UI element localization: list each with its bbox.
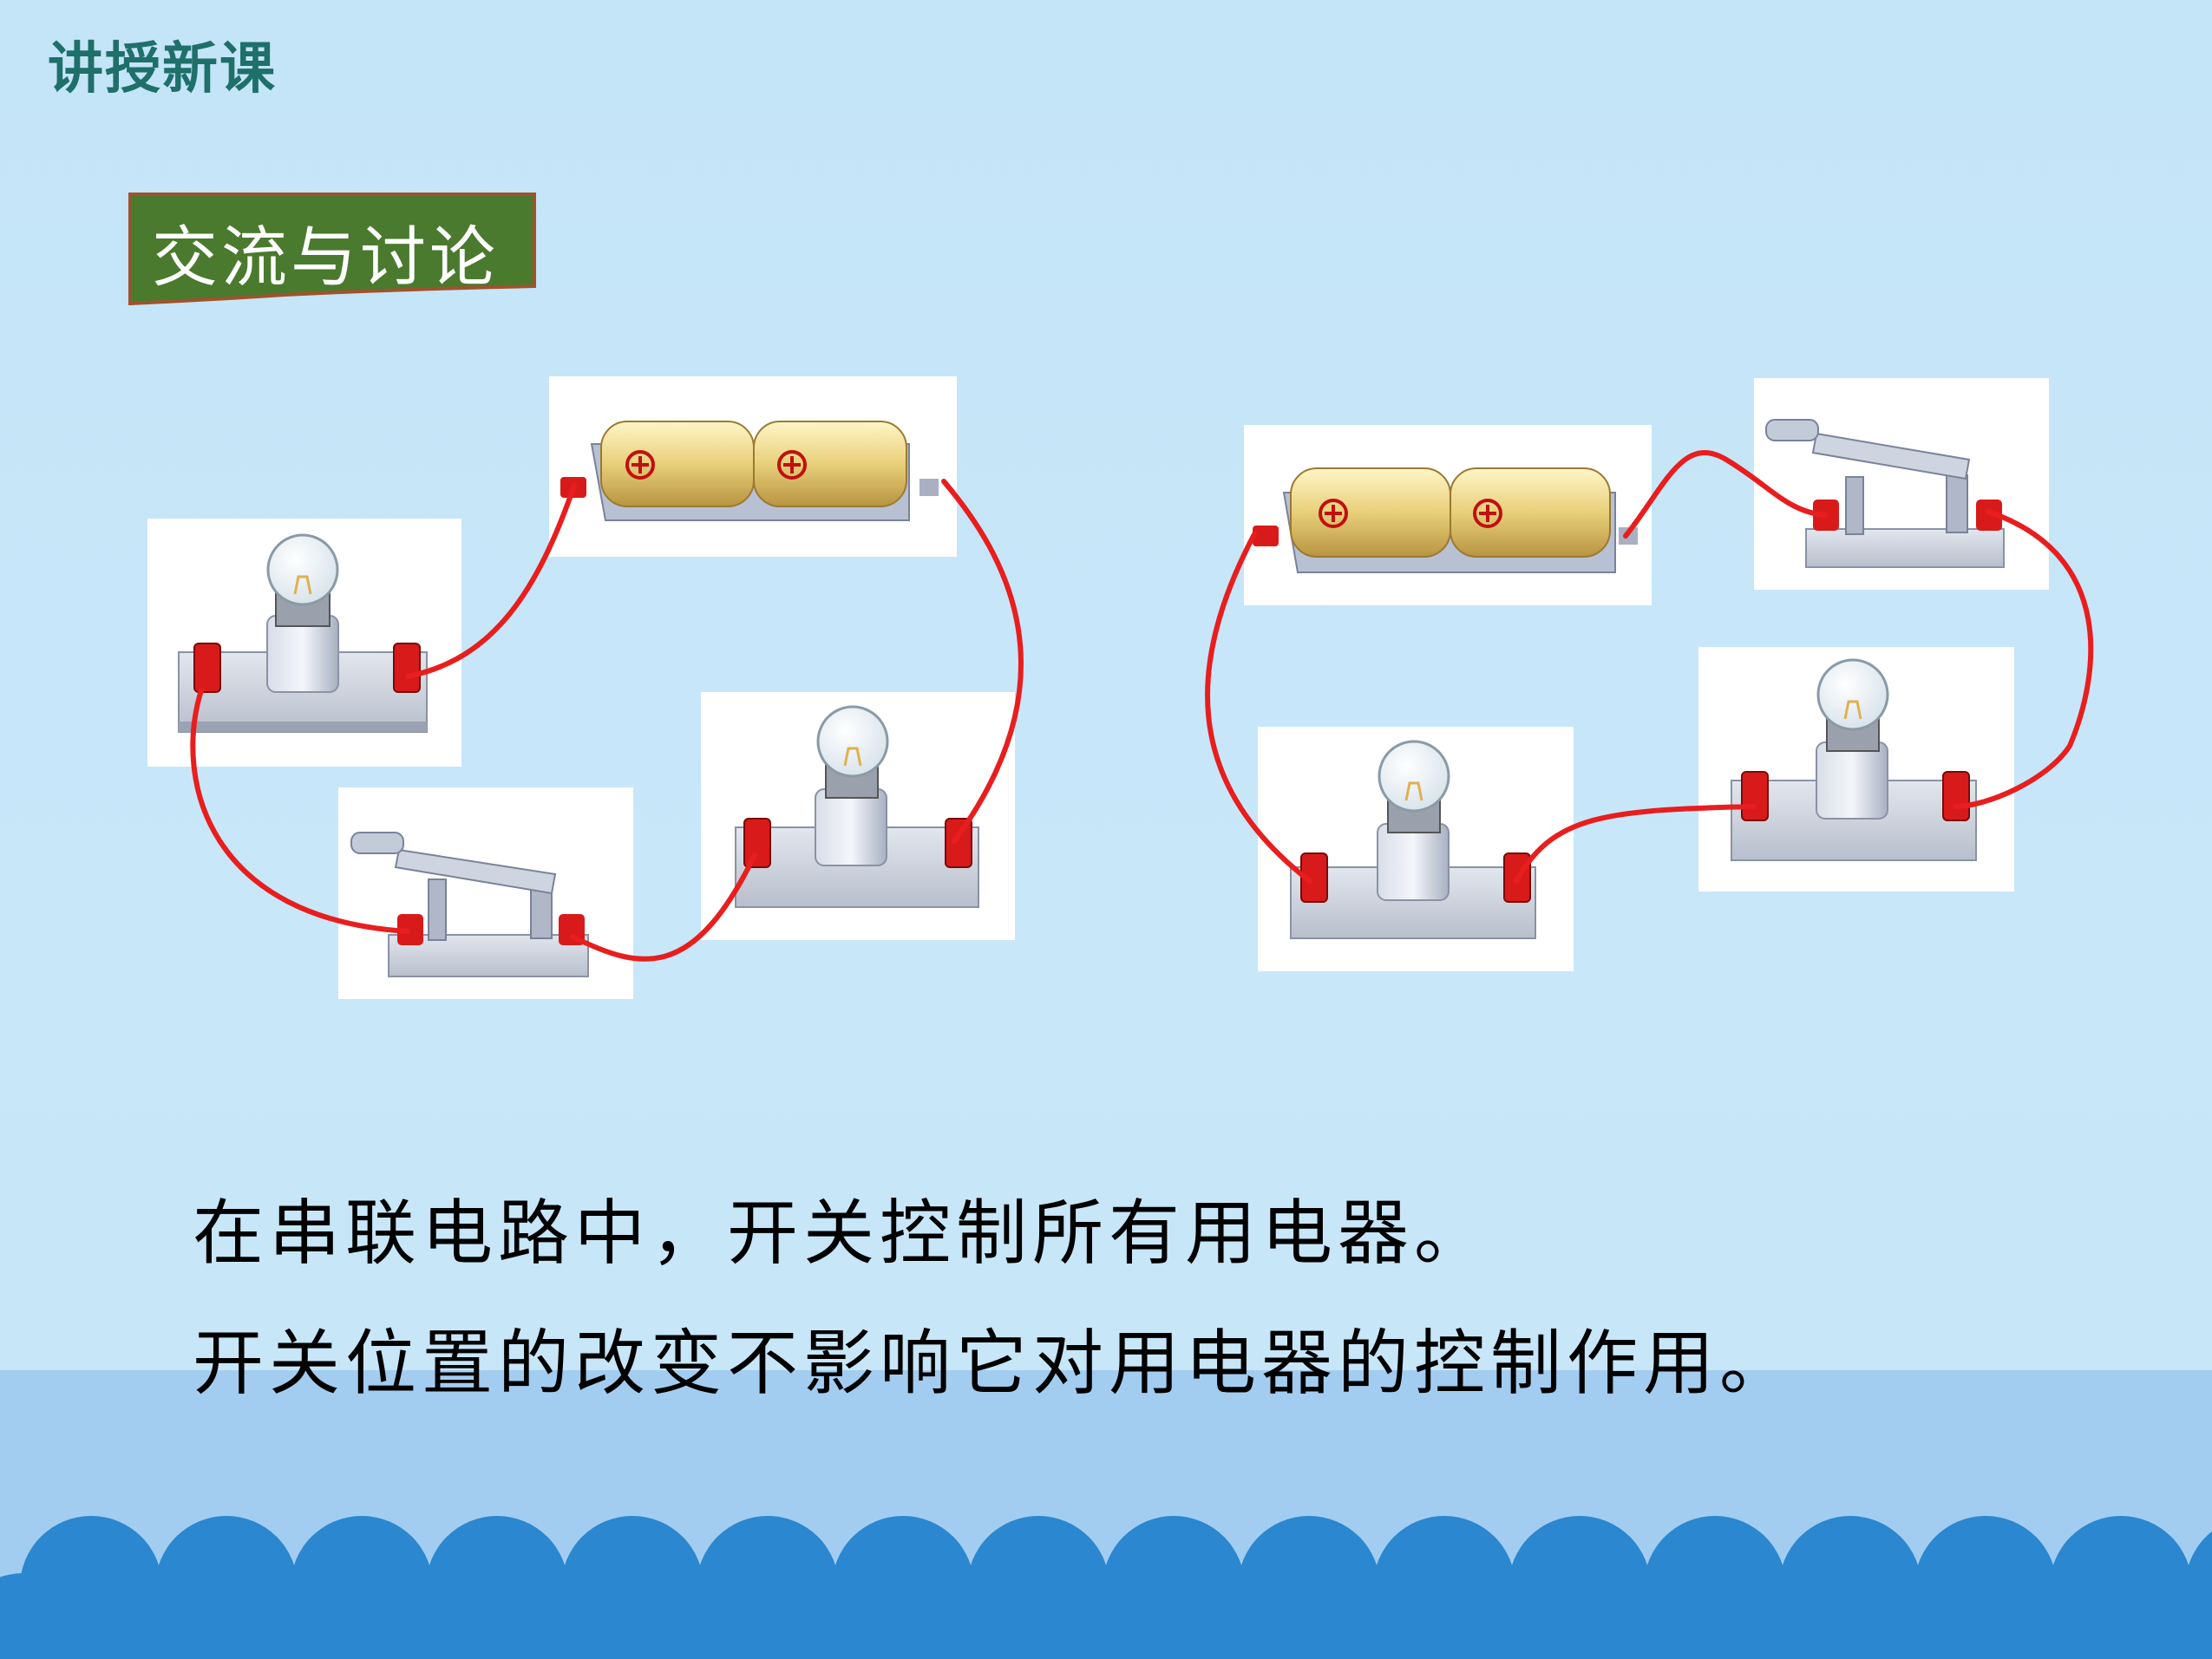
badge-background xyxy=(128,193,536,305)
wave-decoration xyxy=(0,1516,2212,1659)
badge-label: 交流与讨论 xyxy=(152,219,499,296)
conclusion-line-2: 开关位置的改变不影响它对用电器的控制作用。 xyxy=(193,1323,1796,1405)
wire-icon xyxy=(1205,450,2094,884)
battery-icon xyxy=(549,376,957,557)
knife-switch-icon xyxy=(338,787,633,999)
light-bulb-icon xyxy=(1698,647,2014,892)
knife-switch-icon xyxy=(1754,378,2049,590)
wire-icon xyxy=(190,479,1024,962)
light-bulb-icon xyxy=(701,692,1015,940)
light-bulb-icon xyxy=(1258,727,1574,971)
header-title: 讲授新课 xyxy=(48,37,277,101)
battery-icon xyxy=(1244,425,1652,605)
conclusion-line-1: 在串联电路中，开关控制所有用电器。 xyxy=(193,1192,1491,1275)
light-bulb-icon xyxy=(147,519,461,767)
